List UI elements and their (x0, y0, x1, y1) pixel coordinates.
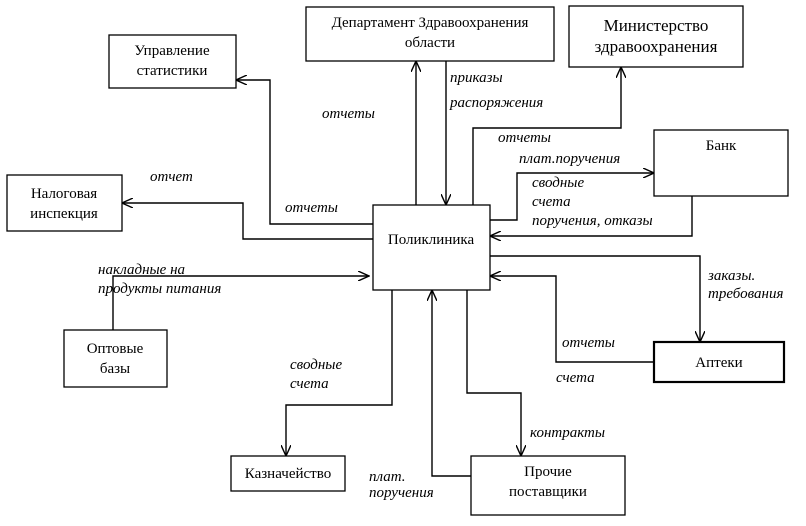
label-payment-orders-bank: плат.поручения (519, 151, 620, 167)
label-orders-refusals: поручения, отказы (532, 213, 653, 229)
node-pharmacy-line-1: Аптеки (695, 355, 742, 371)
node-tax: Налоговая инспекция (6, 174, 123, 232)
node-tax-line-1: Налоговая (31, 186, 97, 202)
node-wholesale: Оптовые базы (63, 329, 168, 388)
label-orders: приказы (450, 70, 503, 86)
label-summary-treasury: сводные (290, 357, 342, 373)
edge-wholesale-to-clinic (112, 276, 369, 330)
node-tax-line-2: инспекция (30, 206, 98, 222)
node-suppliers-line-2: поставщики (509, 484, 587, 500)
node-pharmacy: Аптеки (652, 340, 786, 384)
node-bank-line-1: Банк (706, 138, 737, 154)
node-department-line-1: Департамент Здравоохранения (332, 15, 529, 31)
edge-bank-to-clinic (490, 196, 693, 236)
edge-pharmacy-to-clinic (490, 276, 654, 363)
node-ministry: Министерство здравоохранения (568, 5, 744, 68)
node-clinic: Поликлиника (372, 204, 491, 291)
node-ministry-line-2: здравоохранения (595, 37, 718, 56)
label-requests-2: требования (708, 286, 783, 302)
label-payment-orders-1: плат. (369, 469, 406, 485)
edge-clinic-to-bank (490, 173, 654, 221)
node-statistics-line-2: статистики (137, 63, 208, 79)
label-payment-orders-2: поручения (369, 485, 434, 501)
label-contracts: контракты (530, 425, 605, 441)
node-clinic-line-1: Поликлиника (388, 232, 475, 248)
node-suppliers: Прочие поставщики (470, 455, 626, 516)
label-invoices-1: накладные на (98, 262, 185, 278)
label-reports-left: отчеты (285, 200, 338, 216)
label-summary-accounts-bank: сводные (532, 175, 584, 191)
edge-clinic-to-suppliers (466, 290, 521, 456)
label-reports-pharmacy: отчеты (562, 335, 615, 351)
label-accounts-pharmacy: счета (556, 370, 595, 386)
label-invoices-2: продукты питания (98, 281, 221, 297)
node-ministry-line-1: Министерство (604, 16, 709, 35)
edge-clinic-to-statistics (236, 80, 373, 225)
edge-clinic-to-treasury (286, 290, 393, 456)
node-department-line-2: области (405, 35, 455, 51)
edge-clinic-to-ministry (472, 67, 621, 205)
edge-clinic-to-tax (122, 203, 373, 240)
node-statistics-line-1: Управление (134, 43, 210, 59)
node-treasury-line-1: Казначейство (245, 466, 331, 482)
node-bank: Банк (653, 129, 789, 197)
label-reports-statistics: отчеты (322, 106, 375, 122)
edge-clinic-to-pharmacy (490, 255, 700, 342)
node-statistics: Управление статистики (108, 34, 237, 89)
label-reports-ministry: отчеты (498, 130, 551, 146)
node-wholesale-line-2: базы (100, 361, 130, 377)
label-report-tax: отчет (150, 169, 193, 185)
node-treasury: Казначейство (230, 455, 346, 492)
node-department: Департамент Здравоохранения области (305, 6, 555, 62)
node-suppliers-line-1: Прочие (524, 464, 572, 480)
label-requests-1: заказы. (707, 268, 755, 284)
node-wholesale-line-1: Оптовые (87, 341, 144, 357)
label-accounts-bank: счета (532, 194, 571, 210)
label-accounts-treasury: счета (290, 376, 329, 392)
edge-suppliers-to-clinic (432, 290, 471, 477)
label-directives: распоряжения (449, 95, 543, 111)
